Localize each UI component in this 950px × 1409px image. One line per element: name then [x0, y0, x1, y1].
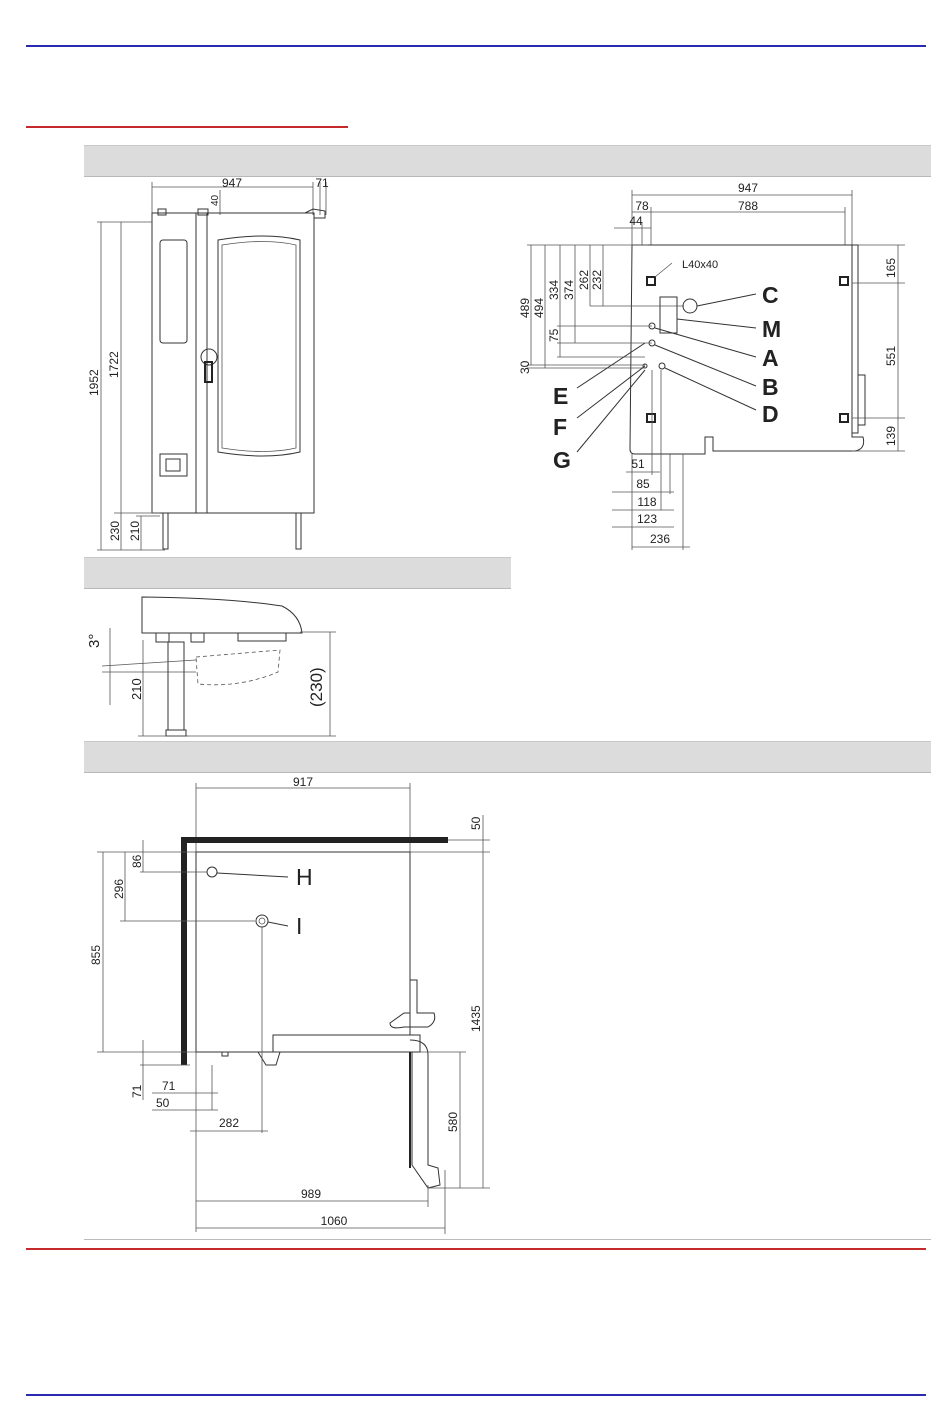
top-dim-30: 30	[518, 360, 532, 374]
rear-dim-917: 917	[293, 775, 313, 789]
front-dim-body-height: 1722	[107, 351, 121, 378]
top-dim-51: 51	[631, 457, 645, 471]
top-view: 947 78 788 44 L40x40 489 494 334 374	[518, 181, 905, 550]
top-dim-788: 788	[738, 199, 758, 213]
connection-label-d: D	[762, 401, 779, 427]
rear-dim-50: 50	[469, 816, 483, 830]
top-dim-374: 374	[562, 280, 576, 300]
connection-label-i: I	[296, 913, 302, 939]
top-dim-551: 551	[884, 346, 898, 366]
top-dim-334: 334	[547, 280, 561, 300]
rear-dim-989: 989	[301, 1187, 321, 1201]
top-dim-85: 85	[636, 477, 650, 491]
rear-dim-86: 86	[130, 854, 144, 868]
rear-dim-1435: 1435	[469, 1005, 483, 1032]
rear-dim-855: 855	[89, 945, 103, 965]
top-dim-947: 947	[738, 181, 758, 195]
top-dim-165: 165	[884, 258, 898, 278]
top-label-profile: L40x40	[682, 259, 718, 271]
rear-dim-71-v: 71	[130, 1084, 144, 1098]
top-dim-139: 139	[884, 426, 898, 446]
rear-view: 917 50 1435 580 855 86 296	[89, 775, 490, 1234]
top-dim-262: 262	[577, 270, 591, 290]
top-dim-123: 123	[637, 512, 657, 526]
detail-dim-230: (230)	[307, 667, 326, 707]
front-dim-230: 230	[108, 521, 122, 541]
front-dim-71: 71	[315, 176, 329, 190]
front-dim-40: 40	[210, 194, 221, 206]
rear-dim-296: 296	[112, 879, 126, 899]
top-dim-78: 78	[635, 199, 649, 213]
top-dim-494: 494	[532, 298, 546, 318]
detail-angle: 3°	[86, 634, 103, 648]
connection-label-g: G	[553, 447, 571, 473]
front-dim-width: 947	[222, 176, 242, 190]
front-view: 947 71 40 1952 1722 230 2	[87, 176, 329, 550]
detail-dim-210: 210	[129, 678, 144, 700]
top-dim-489: 489	[518, 298, 532, 318]
connection-label-a: A	[762, 345, 779, 371]
top-dim-75: 75	[547, 328, 561, 342]
connection-label-b: B	[762, 374, 779, 400]
connection-label-m: M	[762, 316, 781, 342]
rear-dim-1060: 1060	[321, 1214, 348, 1228]
rear-dim-580: 580	[446, 1112, 460, 1132]
connection-label-c: C	[762, 282, 779, 308]
front-dim-total-height: 1952	[87, 369, 101, 396]
top-dim-232: 232	[590, 270, 604, 290]
connection-label-e: E	[553, 383, 568, 409]
connection-label-f: F	[553, 414, 567, 440]
top-dim-118: 118	[637, 495, 656, 509]
front-dim-210: 210	[128, 521, 142, 541]
rear-dim-71-h: 71	[162, 1079, 176, 1093]
connection-label-h: H	[296, 864, 313, 890]
top-dim-236: 236	[650, 532, 670, 546]
rear-dim-282: 282	[219, 1116, 239, 1130]
side-detail-view: 3° 210 (230)	[86, 597, 336, 736]
rear-dim-50-h: 50	[156, 1096, 170, 1110]
top-dim-44: 44	[629, 214, 643, 228]
